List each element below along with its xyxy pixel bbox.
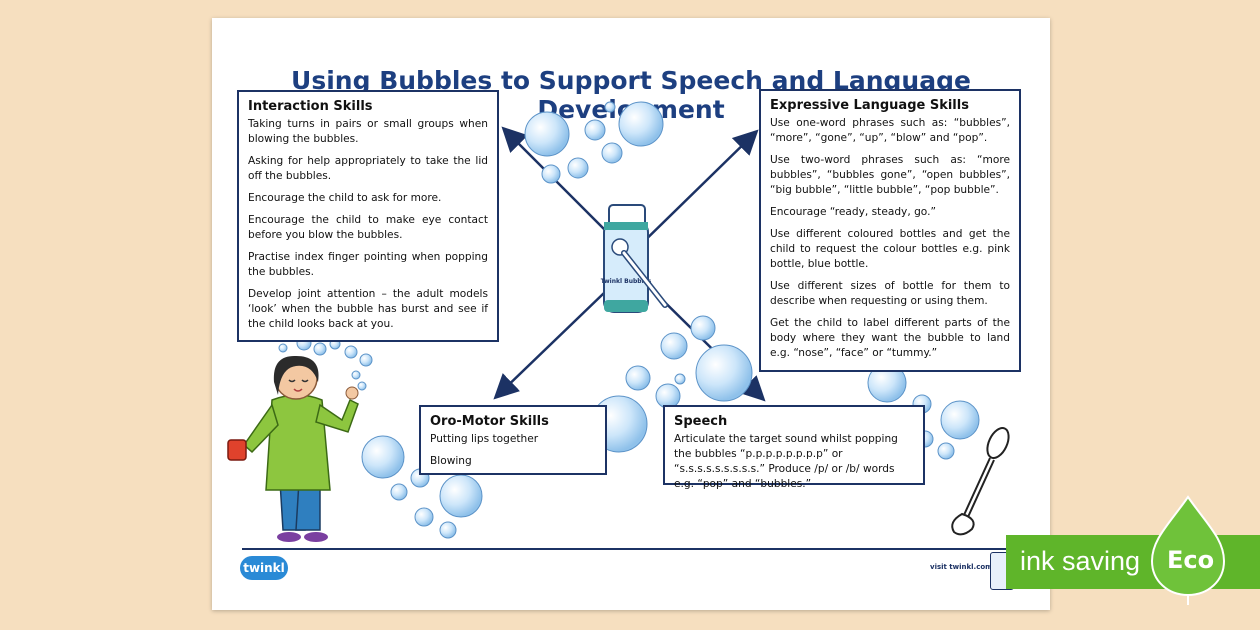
oromotor-item: Blowing — [430, 455, 472, 467]
footer-divider — [242, 548, 1028, 550]
eco-label: Eco — [1167, 546, 1215, 574]
interaction-item: Asking for help appropriately to take th… — [248, 155, 488, 182]
interaction-item: Develop joint attention – the adult mode… — [248, 288, 488, 330]
interaction-item: Encourage the child to make eye contact … — [248, 214, 488, 241]
expressive-item: Use two-word phrases such as: “more bubb… — [770, 154, 1010, 196]
expressive-item: Use different sizes of bottle for them t… — [770, 280, 1010, 307]
oromotor-heading: Oro-Motor Skills — [430, 414, 549, 429]
speech-box: Speech Articulate the target sound whils… — [663, 405, 925, 490]
visit-link[interactable]: visit twinkl.com — [930, 563, 993, 571]
expressive-language-box: Expressive Language Skills Use one-word … — [759, 89, 1021, 372]
oro-motor-box: Oro-Motor Skills Putting lips together B… — [419, 405, 607, 475]
expressive-item: Encourage “ready, steady, go.” — [770, 206, 936, 218]
ink-saving-label: ink saving — [1020, 546, 1141, 576]
oromotor-item: Putting lips together — [430, 433, 539, 445]
expressive-item: Use different coloured bottles and get t… — [770, 228, 1010, 270]
interaction-skills-box: Interaction Skills Taking turns in pairs… — [237, 90, 499, 342]
speech-heading: Speech — [674, 414, 728, 429]
expressive-item: Get the child to label different parts o… — [770, 317, 1010, 359]
interaction-item: Taking turns in pairs or small groups wh… — [248, 118, 488, 145]
speech-text: Articulate the target sound whilst poppi… — [674, 433, 898, 490]
interaction-heading: Interaction Skills — [248, 99, 373, 114]
expressive-heading: Expressive Language Skills — [770, 98, 969, 113]
eco-leaf-icon — [1150, 495, 1226, 605]
expressive-item: Use one-word phrases such as: “bubbles”,… — [770, 117, 1010, 144]
interaction-item: Encourage the child to ask for more. — [248, 192, 442, 204]
interaction-item: Practise index finger pointing when popp… — [248, 251, 488, 278]
twinkl-logo[interactable]: twinkl — [240, 556, 288, 580]
